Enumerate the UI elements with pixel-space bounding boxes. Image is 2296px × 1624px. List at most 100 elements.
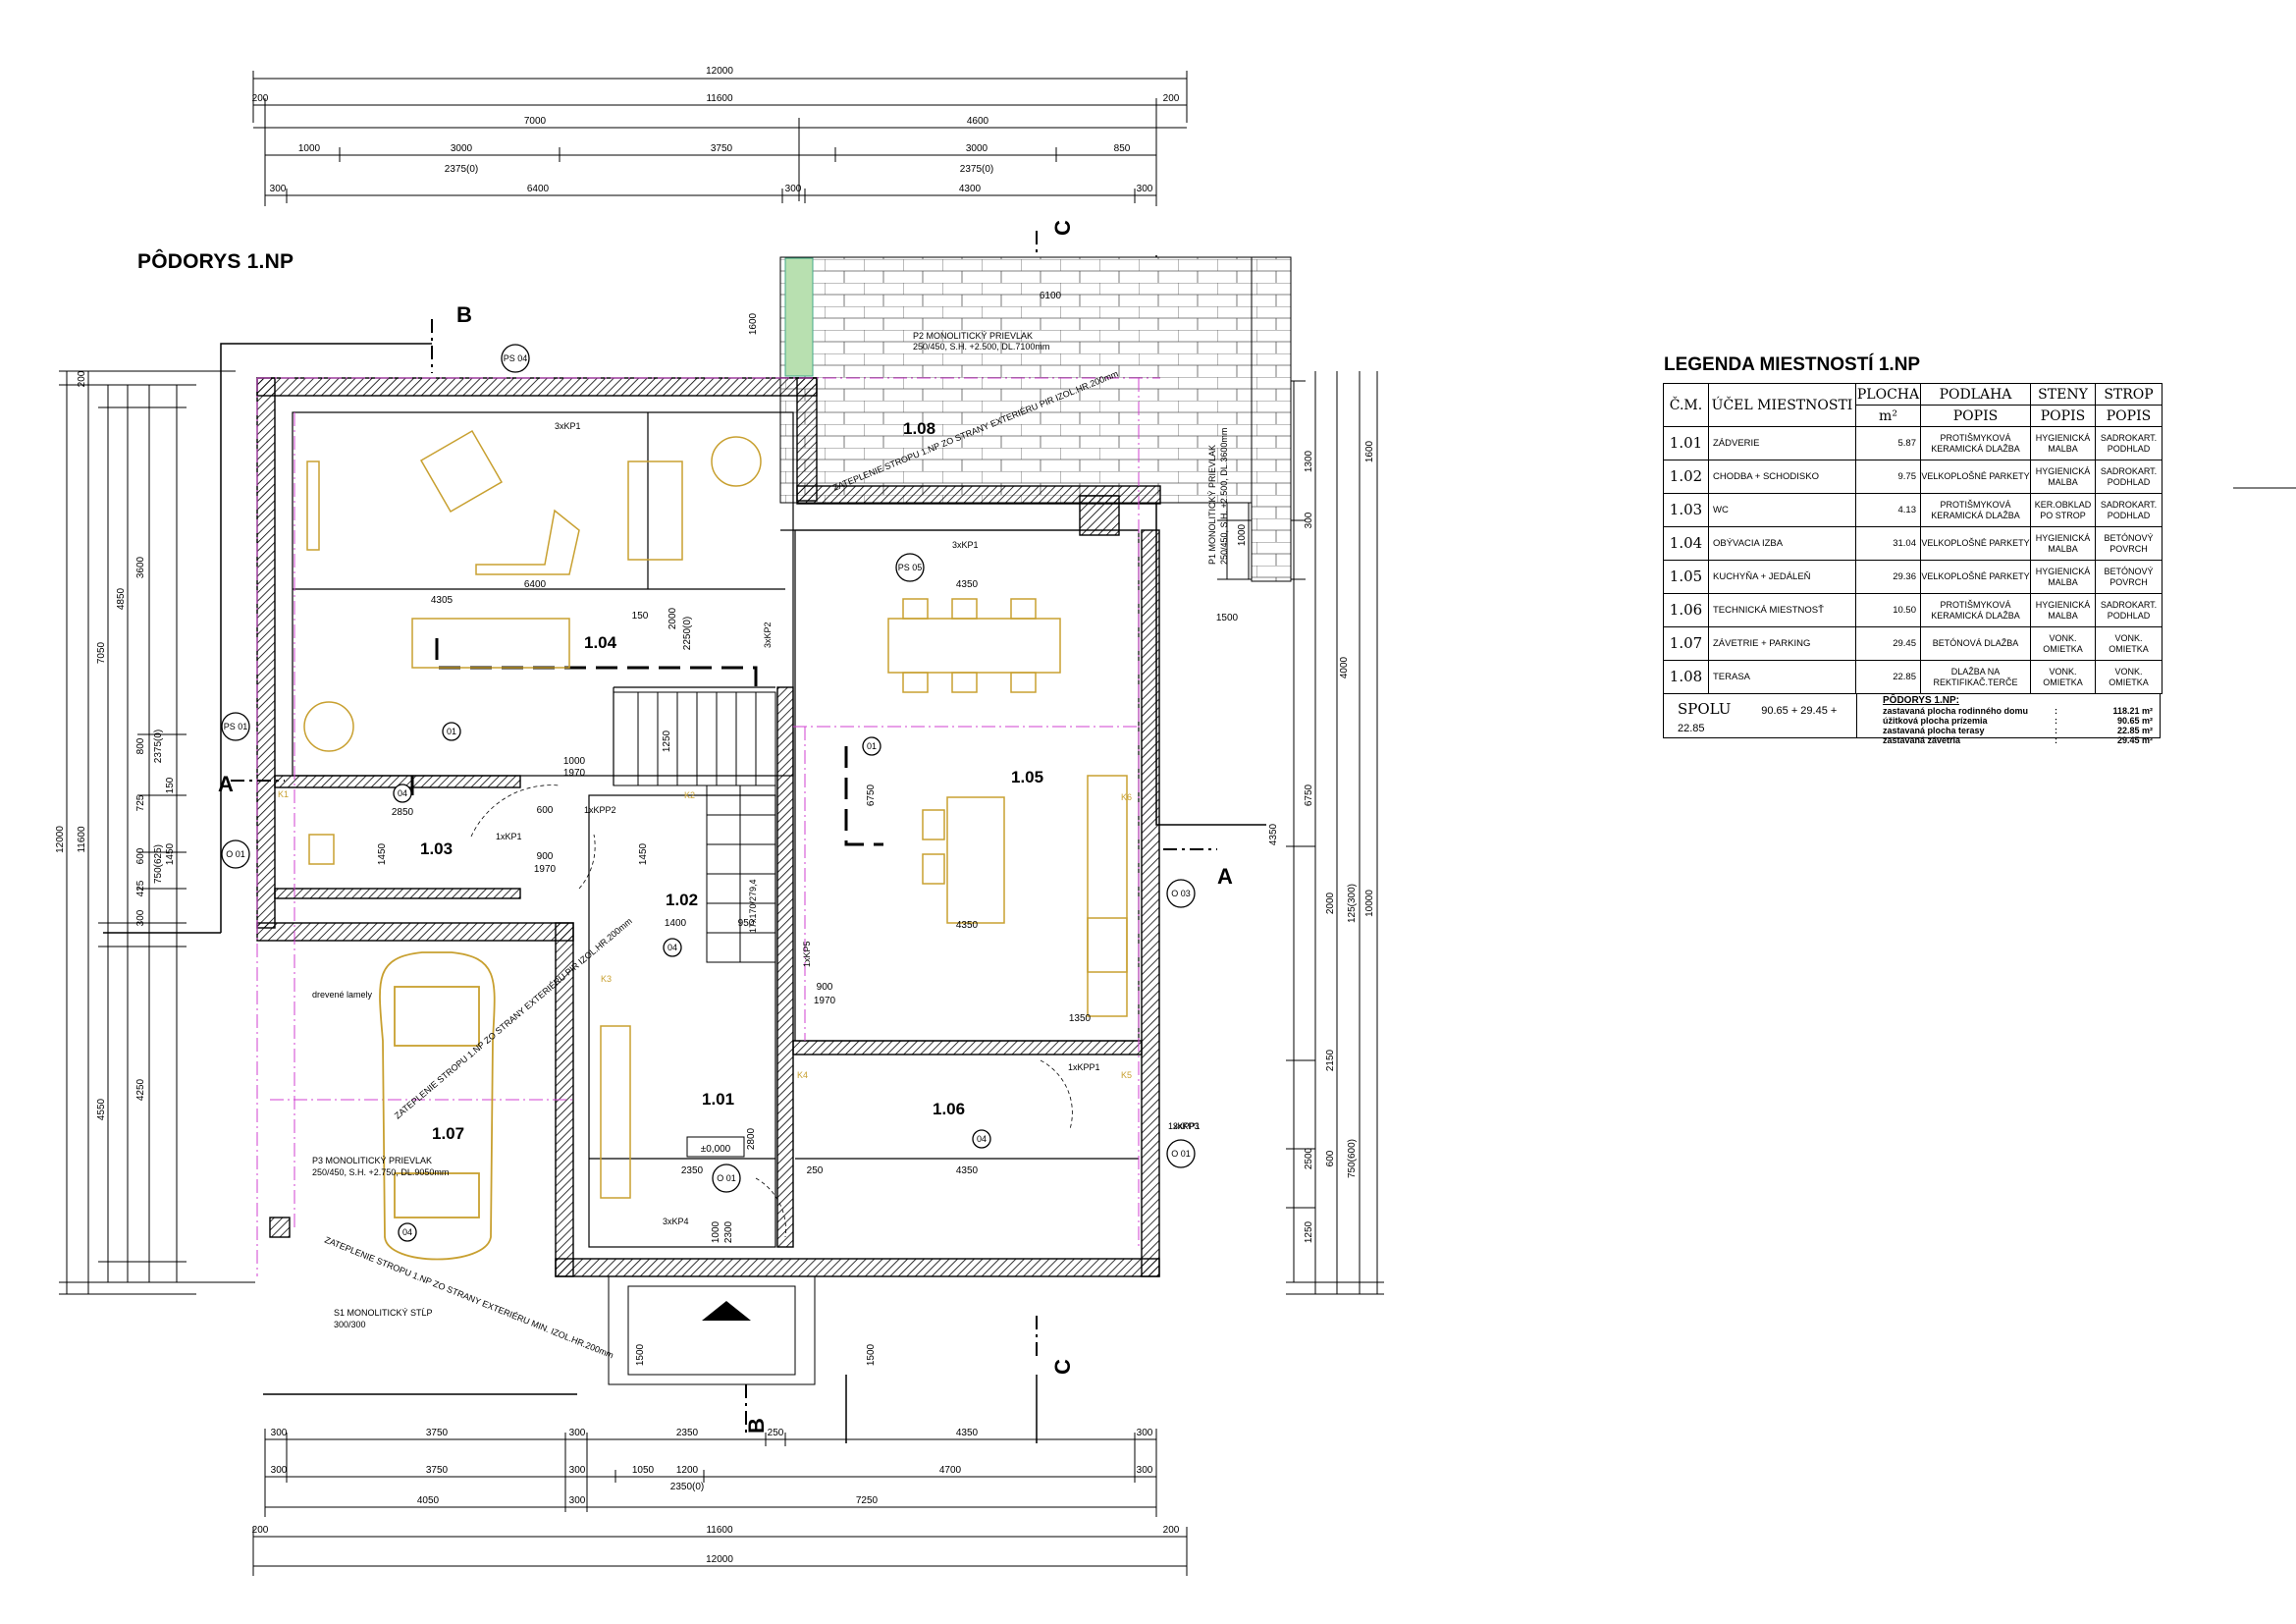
dim-in-8: 2850 xyxy=(392,807,414,818)
dim-in-28: 2300 xyxy=(723,1220,734,1243)
cell-walls: KER.OBKLAD PO STROP xyxy=(2030,493,2096,527)
dim-left-150: 150 xyxy=(165,777,176,793)
tag-1: 3xKP1 xyxy=(952,540,979,550)
dim-top-3750: 3750 xyxy=(711,143,733,154)
dim-bot2-3750: 3750 xyxy=(426,1465,449,1476)
beam-p1-spec: 250/450, S.H. +2.500, DL.3600mm xyxy=(1219,428,1229,565)
dim-left-7050: 7050 xyxy=(96,641,107,664)
wall-north-left xyxy=(256,377,818,397)
dim-in-7: 4350 xyxy=(956,579,979,590)
dim-right-1000: 1000 xyxy=(1237,523,1248,546)
dim-top-3000a: 3000 xyxy=(451,143,473,154)
entry-steps xyxy=(608,1275,816,1385)
entry-arrow-icon xyxy=(702,1301,751,1321)
wall-east xyxy=(1141,529,1160,1277)
dim-in-10: 1000 xyxy=(563,756,586,767)
marker-3: O 01 xyxy=(226,849,245,859)
dim-in-22: 900 xyxy=(817,982,833,993)
column-s1 xyxy=(269,1217,291,1238)
cell-area: 10.50 xyxy=(1855,593,1921,627)
header-cm: Č.M. xyxy=(1663,383,1709,427)
insulation-garage-note: ZATEPLENIE STROPU 1.NP ZO STRANY EXTERIÉ… xyxy=(393,916,634,1121)
dim-bot-300a: 300 xyxy=(271,1428,288,1438)
cell-num: 1.07 xyxy=(1663,626,1709,661)
room-legend-table: Č.M. ÚČEL MIESTNOSTI PLOCHA PODLAHA STEN… xyxy=(1663,383,2163,694)
dim-right-1250: 1250 xyxy=(1304,1220,1314,1243)
wall-garage-top xyxy=(256,922,574,942)
terrace-paving-side xyxy=(1251,256,1292,582)
cell-num: 1.04 xyxy=(1663,526,1709,561)
cell-walls: VONK. OMIETKA xyxy=(2030,660,2096,694)
dim-left-300: 300 xyxy=(135,909,146,926)
dim-right-2000: 2000 xyxy=(1325,892,1336,914)
room-label-1-03: 1.03 xyxy=(420,839,453,858)
room-label-1-01: 1.01 xyxy=(702,1090,734,1109)
cell-area: 9.75 xyxy=(1855,460,1921,494)
tag-6: 1xKP5 xyxy=(802,941,812,967)
section-a-left: A xyxy=(218,772,234,796)
dim-left-3600: 3600 xyxy=(135,556,146,578)
cell-area: 4.13 xyxy=(1855,493,1921,527)
detail-marker-texts: PS 04 PS 05 PS 01 O 01 O 01 O 03 O 01 01… xyxy=(224,353,1191,1237)
tag-8: 3xKP3 xyxy=(1173,1121,1200,1131)
tag-5: 3xKP2 xyxy=(763,622,773,648)
dim-right-1600: 1600 xyxy=(1364,440,1375,462)
dim-left-2375: 2375(0) xyxy=(153,730,164,763)
tags: 3xKP1 3xKP1 1xKP1 1xKPP2 1xKPP1 3xKP2 1x… xyxy=(278,421,1201,1226)
dim-bot2-4700: 4700 xyxy=(939,1465,962,1476)
wall-wc-bottom xyxy=(274,888,521,899)
tag-11: K2 xyxy=(684,790,695,800)
dim-left-12000: 12000 xyxy=(55,826,66,853)
beam-p3-spec: 250/450, S.H. +2.750, DL.9050mm xyxy=(312,1167,449,1177)
dim-top-200-right: 200 xyxy=(1163,93,1180,104)
cell-floor: PROTIŠMYKOVÁ KERAMICKÁ DLAŽBA xyxy=(1920,426,2031,460)
dim-left-4550: 4550 xyxy=(96,1098,107,1120)
cell-use: OBÝVACIA IZBA xyxy=(1708,526,1856,561)
dim-right-600: 600 xyxy=(1325,1150,1336,1166)
bottom-dimension-texts: 300 3750 300 2350 250 4350 300 300 3750 … xyxy=(252,1428,1180,1565)
cell-floor: PROTIŠMYKOVÁ KERAMICKÁ DLAŽBA xyxy=(1920,593,2031,627)
wall-south xyxy=(555,1258,1160,1277)
top-dimension-texts: 12000 200 11600 200 7000 4600 1000 3000 … xyxy=(252,66,1180,194)
dim-top-6400: 6400 xyxy=(527,184,550,194)
dim-bot-300b: 300 xyxy=(569,1428,586,1438)
dim-in-24: 2350 xyxy=(681,1165,704,1176)
cell-use: KUCHYŇA + JEDÁLEŇ xyxy=(1708,560,1856,594)
total-label-cell: SPOLU 90.65 + 29.45 + 22.85 xyxy=(1664,694,1857,737)
dim-bot-4350: 4350 xyxy=(956,1428,979,1438)
section-c-top: C xyxy=(1050,220,1075,236)
summary-row: zastavaná plocha terasy:22.85 m² xyxy=(1883,726,2157,735)
dim-right-4000: 4000 xyxy=(1339,656,1350,678)
marker-11: 04 xyxy=(402,1227,412,1237)
cell-num: 1.06 xyxy=(1663,593,1709,627)
dim-in-13: 1970 xyxy=(534,864,557,875)
section-c-bottom: C xyxy=(1050,1359,1075,1375)
legend-title: LEGENDA MIESTNOSTÍ 1.NP xyxy=(1664,354,1921,375)
dim-left-4850: 4850 xyxy=(116,587,127,610)
dim-in-19: 4350 xyxy=(956,920,979,931)
inner-walls xyxy=(292,411,1140,1248)
room-legend: Č.M. ÚČEL MIESTNOSTI PLOCHA PODLAHA STEN… xyxy=(1663,383,2163,745)
dim-left-4250: 4250 xyxy=(135,1078,146,1101)
summary-key: úžitková plocha prízemia xyxy=(1883,716,1988,726)
total-equation: 90.65 + 29.45 + 22.85 xyxy=(1678,705,1838,734)
terrace-paving xyxy=(779,256,1292,504)
header-steny: STENY xyxy=(2030,383,2096,406)
cell-walls: VONK. OMIETKA xyxy=(2030,626,2096,661)
total-label: SPOLU xyxy=(1678,700,1732,718)
dim-right-10000: 10000 xyxy=(1364,890,1375,917)
tag-10: K1 xyxy=(278,789,289,799)
marker-12: 01 xyxy=(867,741,877,751)
marker-10: 04 xyxy=(977,1134,987,1144)
dim-top-300c: 300 xyxy=(1137,184,1153,194)
summary-value: 22.85 m² xyxy=(2116,726,2153,735)
tag-2: 1xKP1 xyxy=(496,832,522,841)
dim-bot-250: 250 xyxy=(768,1428,784,1438)
legend-total-row: SPOLU 90.65 + 29.45 + 22.85 PÔDORYS 1.NP… xyxy=(1663,694,2161,745)
dim-top-1000: 1000 xyxy=(298,143,321,154)
dim-left-425: 425 xyxy=(135,880,146,896)
dim-in-3: 4305 xyxy=(431,595,454,606)
